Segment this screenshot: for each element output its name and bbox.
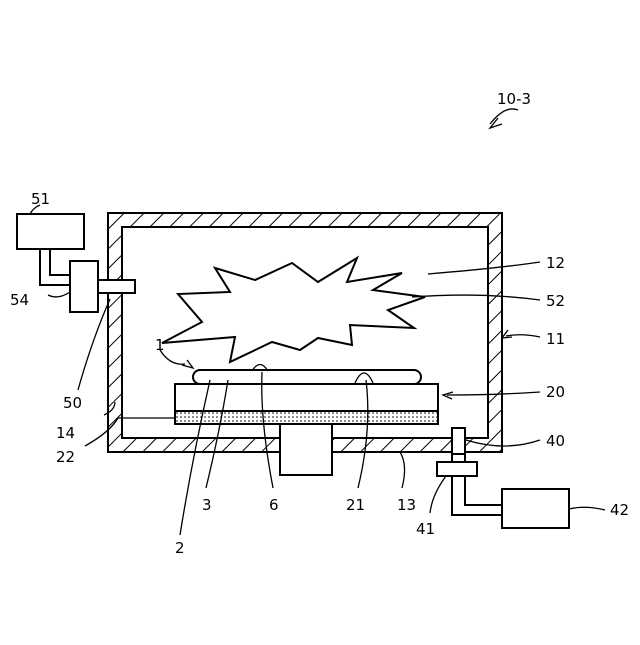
pump-42 — [502, 489, 569, 528]
stage-20 — [175, 384, 438, 424]
valve-54 — [70, 261, 98, 312]
label-51: 51 — [31, 190, 50, 208]
figure-id: 10-3 — [497, 90, 531, 108]
label-42: 42 — [610, 501, 629, 519]
label-54: 54 — [10, 291, 29, 309]
plasma-52 — [162, 258, 425, 362]
label-1: 1 — [155, 336, 165, 354]
label-12: 12 — [546, 254, 565, 272]
pipe-40 — [452, 428, 465, 454]
label-6: 6 — [269, 496, 279, 514]
label-41: 41 — [416, 520, 435, 538]
layer-22 — [175, 411, 438, 424]
label-3: 3 — [202, 496, 212, 514]
label-22: 22 — [56, 448, 75, 466]
valve-41 — [437, 462, 477, 476]
pipe-50 — [98, 280, 135, 293]
label-52: 52 — [546, 292, 565, 310]
label-40: 40 — [546, 432, 565, 450]
source-51 — [17, 214, 84, 249]
label-14: 14 — [56, 424, 75, 442]
label-21: 21 — [346, 496, 365, 514]
label-20: 20 — [546, 383, 565, 401]
pedestal — [280, 424, 332, 475]
label-13: 13 — [397, 496, 416, 514]
label-11: 11 — [546, 330, 565, 348]
label-2: 2 — [175, 539, 185, 557]
label-50: 50 — [63, 394, 82, 412]
